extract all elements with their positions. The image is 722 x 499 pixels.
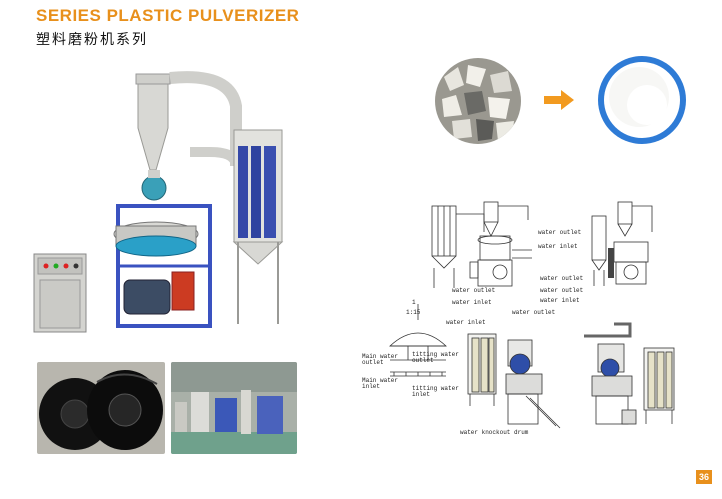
grinding-discs-photo <box>37 362 165 454</box>
isometric-drawing-left <box>467 333 561 429</box>
technical-drawing-front <box>431 201 532 288</box>
label-water-inlet: water inlet <box>538 243 578 250</box>
technical-drawing-side <box>591 201 653 286</box>
label-water-outlet: water outlet <box>512 309 556 316</box>
label-water-inlet: water inlet <box>446 319 486 326</box>
page-subtitle: 塑料磨粉机系列 <box>36 32 148 48</box>
page-number-badge: 36 <box>696 470 712 484</box>
isometric-drawing-right <box>584 322 675 425</box>
pulverizer-machine-image <box>30 66 300 341</box>
label-main-water-outlet: Main water outlet <box>362 353 399 366</box>
label-main-water-inlet: Main water inlet <box>362 377 399 390</box>
plastic-powder-photo <box>598 56 686 144</box>
label-water-outlet: water outlet <box>540 275 584 282</box>
label-titting-water-inlet: titting water inlet <box>412 385 459 398</box>
label-water-outlet: water outlet <box>452 287 496 294</box>
label-knockout-drum: water knockout drum <box>460 429 529 436</box>
label-titting-water-outlet: titting water outlet <box>412 351 459 364</box>
water-connection-detail <box>388 304 448 377</box>
raw-plastic-photo <box>435 58 521 144</box>
arrow-right-icon <box>544 90 574 110</box>
label-water-inlet: water inlet <box>540 297 580 304</box>
label-ratio-top: 1 <box>412 299 416 306</box>
label-water-outlet: water outlet <box>538 229 582 236</box>
page-title: SERIES PLASTIC PULVERIZER <box>36 6 300 25</box>
label-water-inlet: water inlet <box>452 299 492 306</box>
label-ratio: 1:15 <box>406 309 421 316</box>
label-water-outlet: water outlet <box>540 287 584 294</box>
factory-photo <box>171 362 297 454</box>
